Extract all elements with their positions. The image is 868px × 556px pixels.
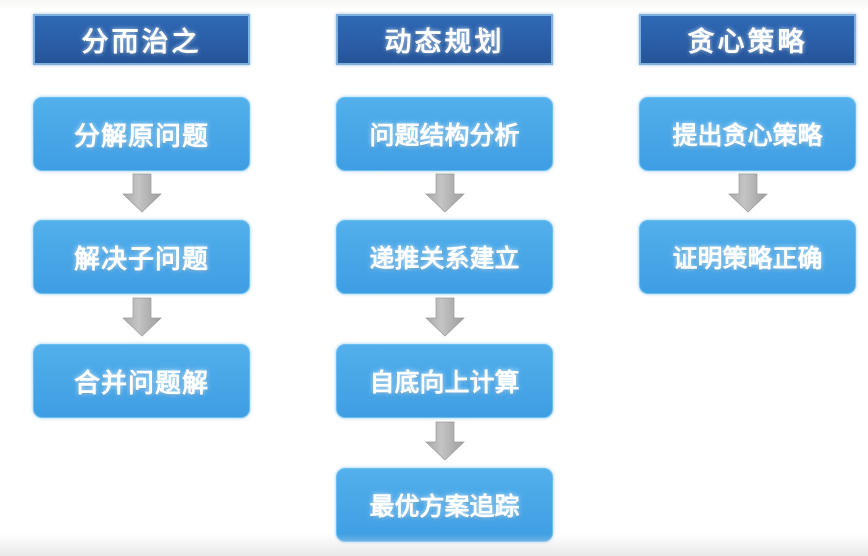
step-label: 递推关系建立 — [369, 244, 520, 273]
flow-column-dynamic-programming: 动态规划 问题结构分析 递推关系建立 自底向上计算 最优方案 — [325, 0, 565, 556]
down-arrow-icon — [628, 173, 868, 213]
flow-column-divide-and-conquer: 分而治之 分解原问题 解决子问题 — [22, 0, 262, 556]
down-arrow-icon — [325, 297, 565, 337]
step-box-divide-2[interactable]: 解决子问题 — [33, 220, 250, 294]
step-box-dp-2[interactable]: 递推关系建立 — [336, 220, 553, 294]
down-arrow-icon — [325, 421, 565, 461]
step-box-greedy-2[interactable]: 证明策略正确 — [639, 220, 856, 294]
step-label: 合并问题解 — [73, 368, 209, 399]
step-box-divide-1[interactable]: 分解原问题 — [33, 97, 250, 171]
column-header-label: 分而治之 — [81, 27, 202, 58]
step-box-greedy-1[interactable]: 提出贪心策略 — [639, 97, 856, 171]
step-box-dp-4[interactable]: 最优方案追踪 — [336, 468, 553, 542]
column-header-greedy-strategy[interactable]: 贪心策略 — [639, 14, 856, 65]
step-label: 解决子问题 — [73, 244, 209, 275]
column-header-divide-and-conquer[interactable]: 分而治之 — [33, 14, 250, 65]
step-label: 最优方案追踪 — [369, 492, 520, 521]
flow-column-greedy-strategy: 贪心策略 提出贪心策略 证明策略正确 — [628, 0, 868, 556]
step-box-dp-3[interactable]: 自底向上计算 — [336, 344, 553, 418]
column-header-label: 贪心策略 — [687, 27, 808, 58]
step-label: 自底向上计算 — [369, 368, 520, 397]
down-arrow-icon — [22, 173, 262, 213]
step-label: 分解原问题 — [73, 121, 209, 152]
column-header-label: 动态规划 — [384, 27, 505, 58]
step-box-divide-3[interactable]: 合并问题解 — [33, 344, 250, 418]
step-label: 证明策略正确 — [672, 244, 823, 273]
step-label: 问题结构分析 — [369, 121, 520, 150]
column-header-dynamic-programming[interactable]: 动态规划 — [336, 14, 553, 65]
step-box-dp-1[interactable]: 问题结构分析 — [336, 97, 553, 171]
down-arrow-icon — [22, 297, 262, 337]
step-label: 提出贪心策略 — [672, 121, 823, 150]
down-arrow-icon — [325, 173, 565, 213]
